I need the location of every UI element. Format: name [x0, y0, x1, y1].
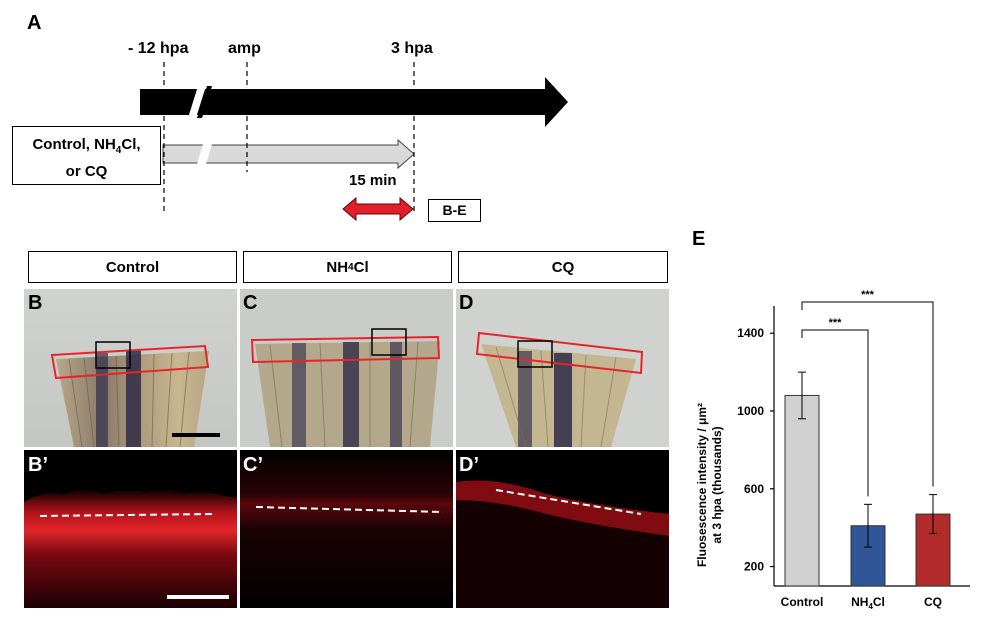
nh4cl-tail: Cl: [353, 258, 369, 276]
condition-header-control: Control: [28, 251, 237, 283]
panel-d-prime-letter: D’: [459, 454, 479, 476]
x-tick-label: NH4Cl: [851, 595, 885, 611]
dashed-boundary-cq: [495, 489, 642, 515]
confocal-image-cq: [456, 450, 669, 608]
panel-c-prime-letter: C’: [243, 454, 263, 476]
treatment-line1-tail: Cl,: [121, 136, 141, 153]
roi-red-control: [50, 344, 210, 380]
y-tick-label: 200: [744, 560, 764, 574]
y-axis-label-line1: Fluosescence intensity / μm²: [695, 403, 709, 567]
condition-header-cq: CQ: [458, 251, 668, 283]
significance-label: ***: [829, 317, 843, 329]
confocal-illustration-nh4cl: [240, 450, 453, 608]
timepoint-minus12-label: - 12 hpa: [128, 40, 189, 57]
roi-red-nh4cl: [250, 335, 441, 364]
treatment-line1: Control, NH: [32, 136, 116, 153]
x-tick-label: Control: [781, 595, 824, 609]
chart-bars: [784, 371, 951, 587]
timepoint-3hpa-label: 3 hpa: [391, 40, 433, 57]
treatment-line2: or CQ: [65, 163, 108, 180]
chart-significance: *** ***: [801, 289, 934, 497]
x-tick-label: CQ: [924, 595, 942, 609]
bar-control: [784, 394, 820, 587]
scale-bar-confocal: [167, 595, 229, 599]
significance-bracket: [801, 329, 869, 497]
panel-d-letter: D: [459, 292, 474, 314]
panel-c-letter: C: [243, 292, 258, 314]
confocal-illustration-cq: [456, 450, 669, 608]
y-tick-label: 1000: [737, 404, 764, 418]
panel-a-letter: A: [27, 12, 42, 34]
y-tick-label: 1400: [737, 326, 764, 340]
roi-box-nh4cl: [371, 328, 407, 356]
nh4cl-sub: 4: [348, 261, 354, 273]
roi-box-control: [95, 341, 131, 369]
confocal-illustration-control: [24, 450, 237, 608]
confocal-image-nh4cl: [240, 450, 453, 608]
fin-illustration-cq: [456, 289, 669, 447]
window-double-arrow: [342, 196, 414, 222]
fin-image-cq: [456, 289, 669, 447]
target-panels-box: B-E: [428, 199, 481, 222]
y-axis-label-line2: at 3 hpa (thousands): [710, 426, 724, 543]
treatment-break-mark: [197, 144, 212, 164]
timepoint-amp-label: amp: [228, 40, 261, 57]
scale-bar-fin: [172, 433, 220, 437]
fin-illustration-nh4cl: [240, 289, 453, 447]
panel-b-letter: B: [28, 292, 43, 314]
window-label: 15 min: [349, 172, 397, 189]
y-tick-label: 600: [744, 482, 764, 496]
dashed-boundary-nh4cl: [255, 506, 444, 513]
significance-label: ***: [861, 289, 875, 301]
nh4cl-main: NH: [326, 258, 349, 276]
panel-b-prime-letter: B’: [28, 454, 48, 476]
time-break-mark: [188, 86, 206, 118]
roi-box-cq: [517, 340, 553, 368]
roi-red-cq: [475, 331, 644, 375]
timeline-diagram: [140, 62, 568, 222]
significance-bracket: [801, 301, 934, 487]
treatment-subscript: 4: [115, 145, 122, 156]
panel-e-letter: E: [692, 228, 706, 250]
confocal-image-control: [24, 450, 237, 608]
fin-image-nh4cl: [240, 289, 453, 447]
dashed-boundary-control: [39, 513, 217, 517]
treatment-box: Control, NH4Cl, or CQ: [12, 126, 161, 185]
